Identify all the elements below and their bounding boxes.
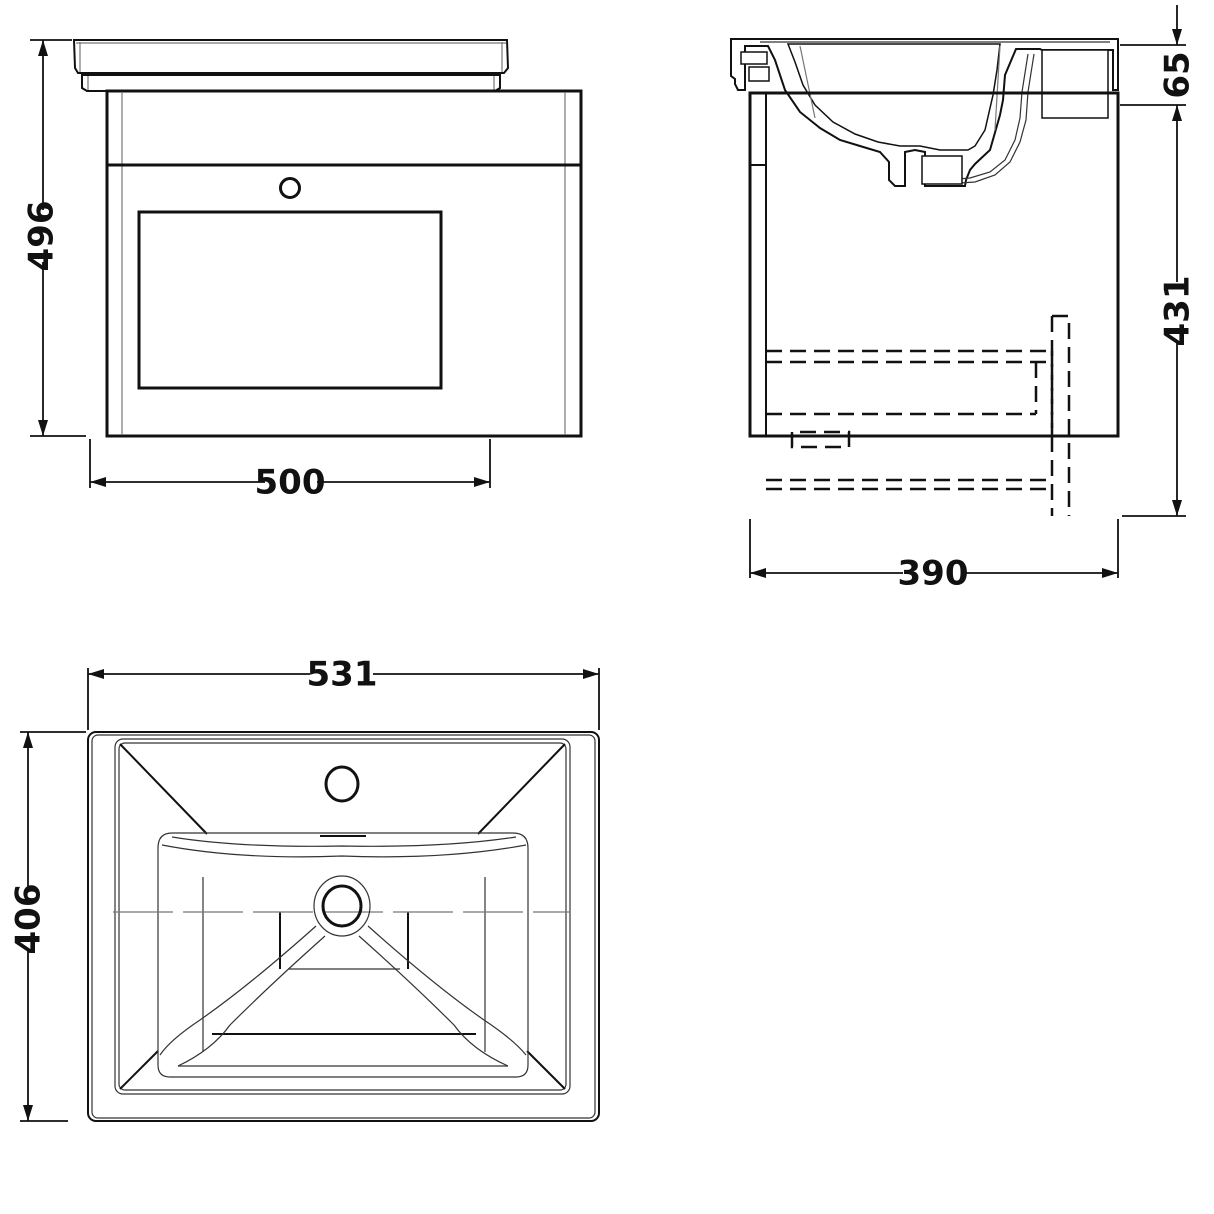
dimension-side-depth: 390 (749, 519, 1119, 594)
top-basin-outline (87, 731, 600, 1122)
side-drawer-hidden-lines (766, 314, 1071, 516)
waste-plug-icon (321, 884, 363, 928)
front-view: 496 500 (22, 39, 583, 503)
front-height-label: 496 (22, 201, 62, 272)
front-cabinet-body (105, 89, 583, 438)
side-basin-bowl (786, 43, 1001, 151)
drawer-knob-icon (279, 177, 301, 199)
side-basin-height-label: 65 (1158, 51, 1198, 98)
dimension-top-depth: 406 (9, 731, 86, 1122)
top-depth-label: 406 (9, 884, 49, 955)
dimension-side-basin-height: 65 (1120, 5, 1198, 121)
front-basin-lip (81, 74, 501, 92)
dimension-top-width: 531 (87, 655, 600, 730)
dimension-front-width: 500 (89, 439, 491, 503)
side-view: 65 431 390 (730, 5, 1198, 594)
front-basin-top (72, 39, 510, 74)
top-width-label: 531 (307, 655, 378, 695)
side-basin-section (730, 38, 1119, 187)
front-drawer-panel (137, 210, 443, 390)
top-bowl-outline (157, 832, 529, 1078)
dimension-front-height: 496 (22, 39, 86, 437)
dimension-side-cabinet-height: 431 (1122, 105, 1198, 517)
side-deck-box (1041, 49, 1109, 119)
side-cabinet-height-label: 431 (1158, 276, 1198, 347)
side-waste-outlet (921, 155, 963, 185)
front-width-label: 500 (255, 463, 326, 503)
top-view: 531 406 (9, 655, 600, 1122)
side-depth-label: 390 (898, 554, 969, 594)
top-corner-line (119, 743, 208, 835)
tap-hole-icon (324, 765, 360, 803)
waste-outer-ring (313, 875, 371, 937)
